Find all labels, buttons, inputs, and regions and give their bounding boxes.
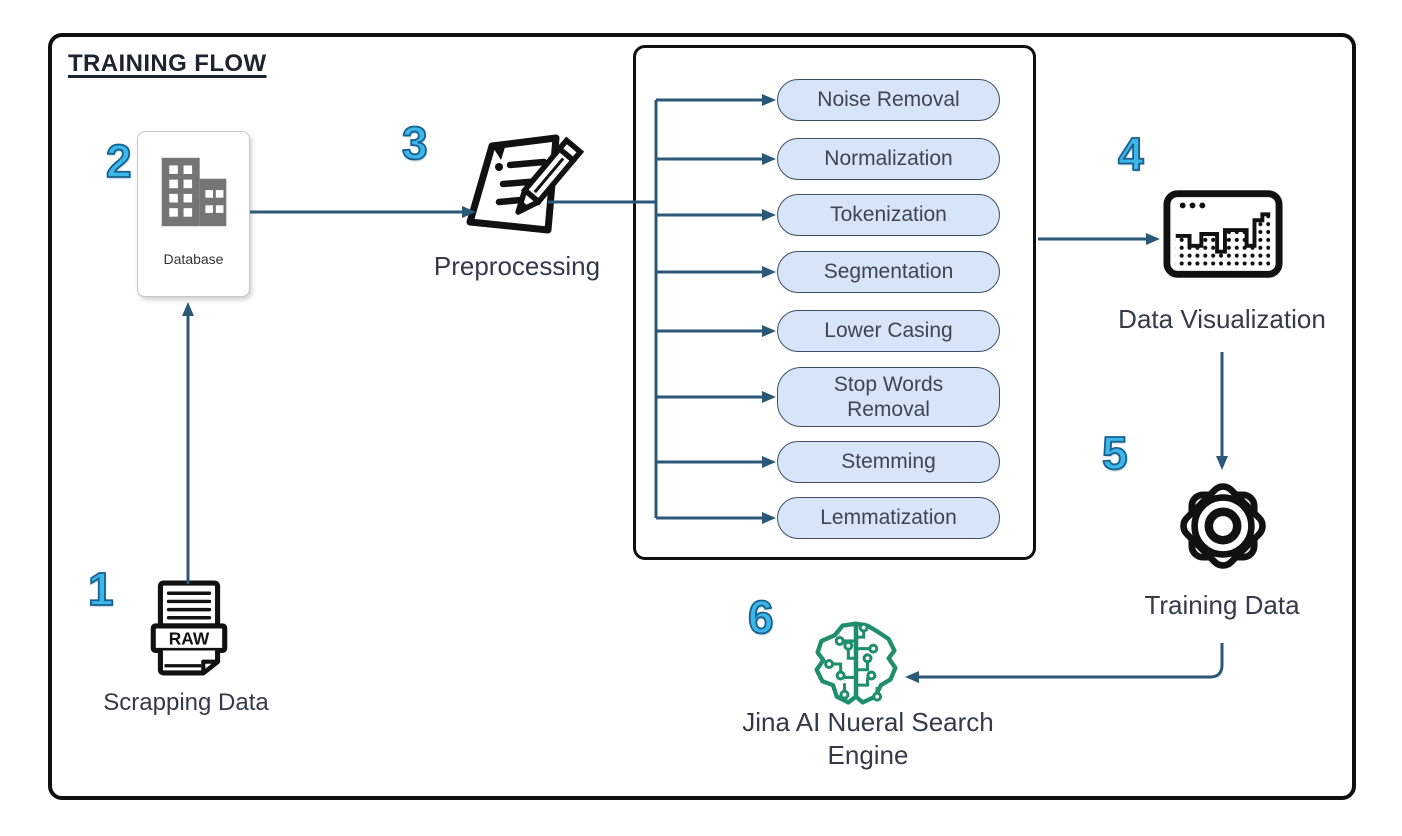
scrapping-data-label: Scrapping Data — [103, 689, 269, 716]
diagram-title: TRAINING FLOW — [68, 50, 267, 77]
jina-engine-label: Jina AI Nueral Search Engine — [742, 707, 994, 770]
step-number-3: 3 — [401, 117, 428, 169]
building-icon — [156, 154, 232, 235]
database-label: Database — [163, 251, 224, 267]
raw-file-icon: RAW — [148, 580, 230, 683]
preprocessing-step-pill: Stemming — [777, 441, 1000, 483]
preprocessing-label: Preprocessing — [433, 251, 601, 281]
gear-icon — [1170, 470, 1276, 587]
monitor-chart-icon — [1162, 188, 1284, 285]
step-number-2: 2 — [105, 135, 132, 187]
raw-file-text: RAW — [169, 628, 210, 648]
brain-circuit-icon — [806, 616, 906, 717]
database-node: Database — [137, 131, 250, 297]
preprocessing-step-pill: Lemmatization — [777, 497, 1000, 539]
preprocessing-step-pill: Noise Removal — [777, 79, 1000, 121]
preprocessing-step-pill: Stop Words Removal — [777, 367, 1000, 427]
preprocessing-step-pill: Normalization — [777, 138, 1000, 180]
data-visualization-label: Data Visualization — [1118, 304, 1326, 334]
notepad-pencil-icon — [452, 128, 594, 255]
step-number-5: 5 — [1101, 427, 1128, 479]
step-number-4: 4 — [1117, 128, 1144, 180]
preprocessing-step-pill: Tokenization — [777, 194, 1000, 236]
step-number-6: 6 — [747, 591, 774, 643]
preprocessing-step-pill: Segmentation — [777, 251, 1000, 293]
step-number-1: 1 — [87, 563, 114, 615]
training-data-label: Training Data — [1144, 590, 1300, 620]
preprocessing-step-pill: Lower Casing — [777, 310, 1000, 352]
